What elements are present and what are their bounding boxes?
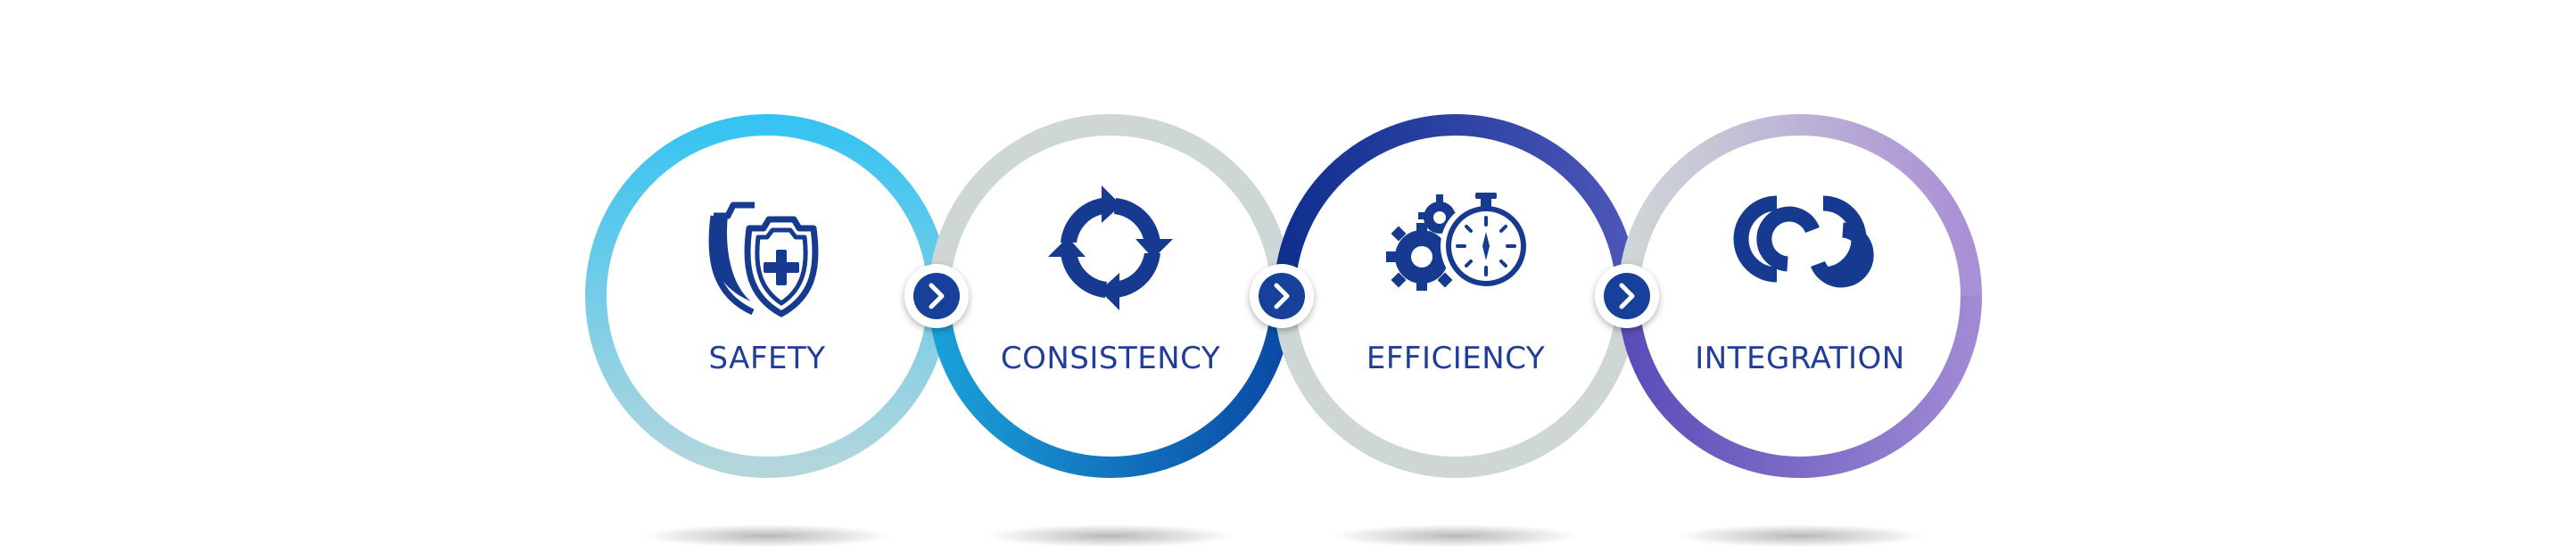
ground-shadows [642, 524, 1925, 548]
step-integration [1618, 114, 1982, 478]
gears-stopwatch-icon [1386, 193, 1532, 292]
connector-badge-1 [904, 264, 969, 328]
shield-plus-icon [708, 202, 819, 317]
step-label-safety: SAFETY [708, 341, 825, 376]
step-label-consistency: CONSISTENCY [1001, 341, 1220, 376]
connector-badge-3 [1595, 264, 1659, 328]
connector-badge-2 [1250, 264, 1314, 328]
chevron-right-icon [1619, 283, 1635, 309]
integration-ring-active [1618, 295, 1982, 478]
cycle-arrows-icon [1048, 185, 1173, 310]
efficiency-ring-active [1274, 114, 1638, 297]
chevron-right-icon [1274, 283, 1290, 309]
step-label-integration: INTEGRATION [1695, 341, 1904, 376]
step-efficiency [1274, 114, 1638, 478]
chevron-right-icon [929, 283, 945, 309]
linked-rings-icon [1733, 195, 1874, 288]
step-label-efficiency: EFFICIENCY [1366, 341, 1545, 376]
consistency-ring-active [929, 295, 1292, 478]
